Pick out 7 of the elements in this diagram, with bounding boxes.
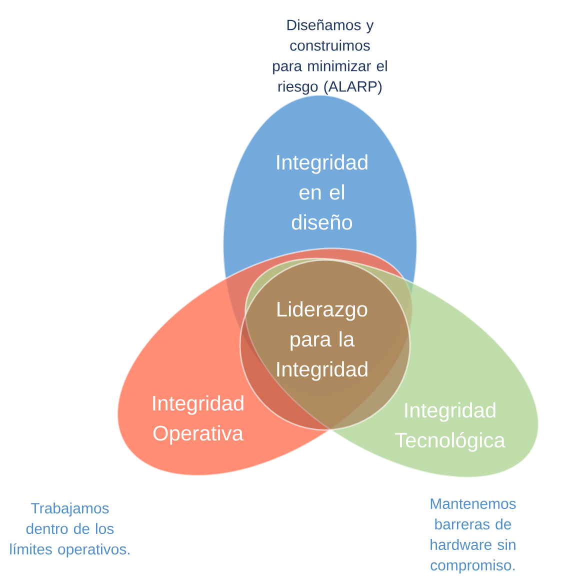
node-label: Liderazgo para la Integridad — [277, 301, 368, 381]
node-label: Integridad Tecnológica — [395, 402, 506, 452]
node-label: Integridad Operativa — [153, 395, 244, 445]
caption-text: Diseñamos y construimos para minimizar el riesgo (ALARP) — [273, 19, 387, 95]
caption-text: Mantenemos barreras de hardware sin compromiso. — [430, 498, 516, 574]
node-label: Integridad en el diseño — [277, 154, 368, 230]
caption-text: Trabajamos dentro de los límites operativos. — [10, 502, 130, 558]
